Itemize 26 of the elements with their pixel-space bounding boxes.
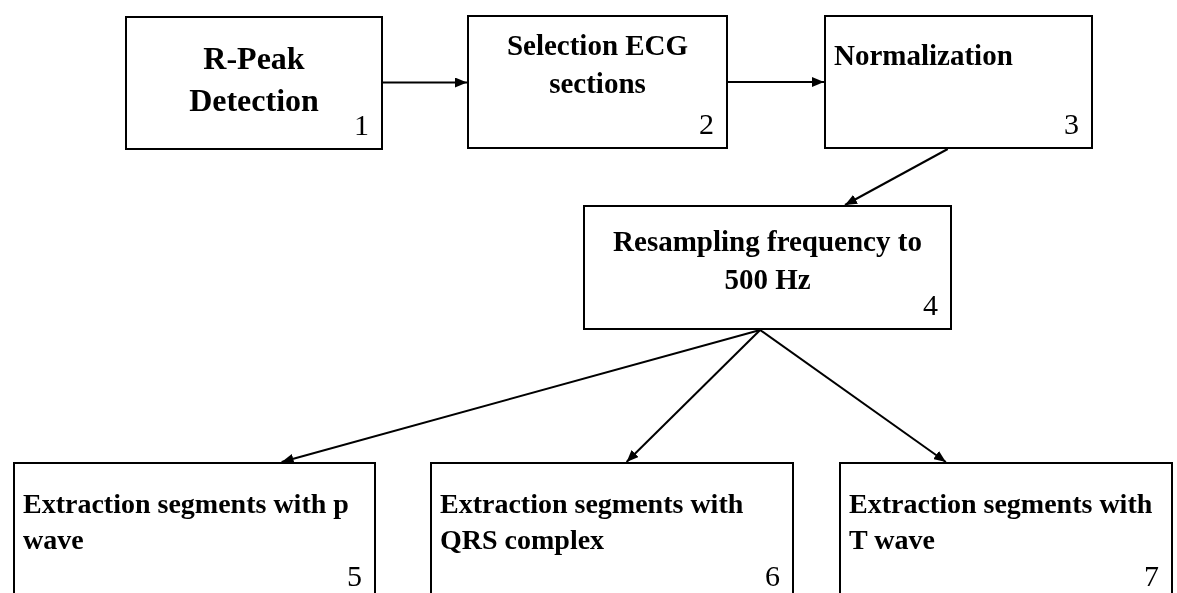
- step-number: 2: [699, 109, 714, 139]
- step-number: 6: [765, 561, 780, 591]
- arrow: [759, 329, 947, 463]
- step-number: 7: [1144, 561, 1159, 591]
- step-number: 3: [1064, 109, 1079, 139]
- process-box: [839, 462, 1173, 593]
- step-number: 5: [347, 561, 362, 591]
- arrow: [382, 77, 468, 88]
- step-label: Normalization: [834, 38, 1014, 73]
- process-box: [125, 16, 383, 150]
- process-box: [583, 205, 952, 330]
- arrow: [625, 329, 762, 463]
- arrow: [727, 77, 825, 87]
- step-label: Selection ECG sections: [505, 28, 690, 101]
- process-box: [430, 462, 794, 593]
- process-box: [824, 15, 1093, 149]
- step-number: 4: [923, 290, 938, 320]
- process-box: [467, 15, 728, 149]
- step-number: 1: [354, 110, 369, 140]
- step-label: R-Peak Detection: [188, 39, 320, 120]
- process-box: [13, 462, 376, 593]
- step-label: Resampling frequency to 500 Hz: [612, 224, 923, 297]
- step-label: Extraction segments with QRS complex: [440, 487, 745, 558]
- step-label: Extraction segments with T wave: [849, 487, 1154, 558]
- arrow: [844, 148, 949, 206]
- step-label: Extraction segments with p wave: [23, 487, 350, 558]
